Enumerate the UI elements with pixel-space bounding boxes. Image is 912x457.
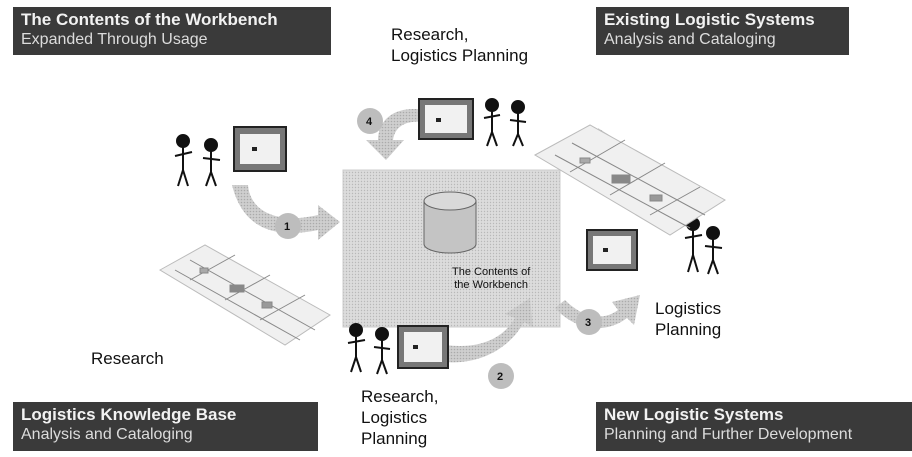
step-circle-1 [275,213,301,239]
label-right: Logistics Planning [655,299,722,339]
computer-window-icon-left [233,126,287,172]
people-figures-left [174,134,221,187]
banner-top-right-title: Existing Logistic Systems [604,10,815,29]
banner-bottom-right: New Logistic Systems Planning and Furthe… [596,402,912,451]
banner-top-right: Existing Logistic Systems Analysis and C… [596,7,849,55]
banner-top-right-subtitle: Analysis and Cataloging [604,31,776,48]
database-icon [423,191,477,254]
logistics-network-map-left [159,244,331,346]
computer-window-icon-bottom [397,325,449,369]
computer-window-icon-right [586,229,638,271]
arrow-step-2 [445,298,533,363]
people-figures-top [483,98,527,147]
banner-bottom-right-subtitle: Planning and Further Development [604,426,853,443]
label-left: Research [91,349,164,368]
banner-bottom-right-title: New Logistic Systems [604,405,784,424]
banner-bottom-left-title: Logistics Knowledge Base [21,405,237,424]
computer-window-icon-top [418,98,474,140]
banner-top-left: The Contents of the Workbench Expanded T… [13,7,331,55]
banner-bottom-left: Logistics Knowledge Base Analysis and Ca… [13,402,318,451]
step-circle-3 [576,309,602,335]
people-figures-right [684,217,723,275]
label-bottom-center: Research, Logistics Planning [361,387,439,448]
step-number-1: 1 [284,221,290,233]
step-number-4: 4 [366,116,373,128]
banner-bottom-left-subtitle: Analysis and Cataloging [21,426,193,443]
arrow-step-4 [366,109,424,160]
step-number-2: 2 [497,371,503,383]
step-number-3: 3 [585,317,591,329]
label-top-center: Research, Logistics Planning [391,25,529,65]
banner-top-left-title: The Contents of the Workbench [21,10,278,29]
banner-top-left-subtitle: Expanded Through Usage [21,31,208,48]
step-circle-2 [488,363,514,389]
label-center: The Contents of the Workbench [452,266,531,291]
step-circle-4 [357,108,383,134]
logistics-network-map-right [533,124,726,236]
arrow-step-1 [232,185,340,240]
people-figures-bottom [347,323,391,375]
